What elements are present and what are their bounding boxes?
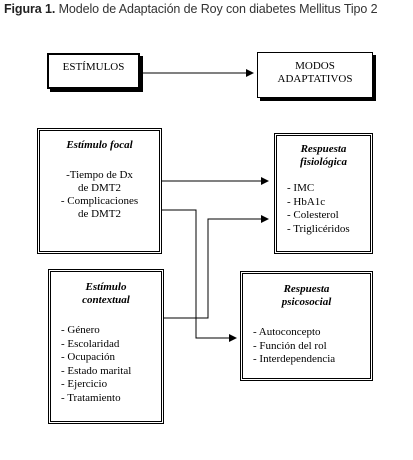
figure-caption: Figura 1. Modelo de Adaptación de Roy co… [4,2,413,16]
psicosocial-item: - Autoconcepto [253,326,321,338]
focal-list: -Tiempo de Dx de DMT2 - Complicaciones d… [40,169,159,221]
contextual-title-line2: contextual [82,294,130,306]
modos-line2: ADAPTATIVOS [277,73,353,85]
contextual-item: - Estado marital [61,364,132,377]
psicosocial-list: - Autoconcepto - Función del rol - Inter… [253,326,370,367]
fisiologica-item: - Triglicéridos [287,222,350,235]
contextual-item: - Tratamiento [61,391,121,404]
arrow-contextual-to-fisiologica [164,215,269,319]
estimulo-contextual-box: Estímulo contextual - Género - Escolarid… [48,269,164,424]
respuesta-fisiologica-box: Respuesta fisiológica - IMC - HbA1c - Co… [274,133,373,254]
contextual-title-line1: Estímulo [85,281,127,293]
fisiologica-item: - Colesterol [287,209,339,222]
contextual-item: - Ejercicio [61,378,108,391]
contextual-item: - Género [61,324,100,336]
fisiologica-list: - IMC - HbA1c - Colesterol - Triglicérid… [287,182,370,236]
arrow-focal-to-psicosocial [162,209,237,342]
figure-label: Figura 1. [4,2,56,16]
fisiologica-item: - IMC [287,182,315,194]
estimulo-focal-title: Estímulo focal [66,139,133,151]
psicosocial-title-line1: Respuesta [283,283,330,295]
psicosocial-title-line2: psicosocial [281,296,332,308]
contextual-item: - Escolaridad [61,337,120,350]
fisiologica-title-line2: fisiológica [299,156,348,168]
estimulo-focal-box: Estímulo focal -Tiempo de Dx de DMT2 - C… [37,128,162,254]
contextual-list: - Género - Escolaridad - Ocupación - Est… [61,324,161,406]
fisiologica-title-line1: Respuesta [300,143,347,155]
figure-title: Modelo de Adaptación de Roy con diabetes… [58,2,378,16]
estimulos-box: ESTÍMULOS [47,53,140,89]
psicosocial-item: - Interdependencia [253,353,336,366]
contextual-item: - Ocupación [61,351,116,364]
focal-item: de DMT2 [77,182,122,194]
focal-item: - Complicaciones [60,195,139,207]
focal-item: de DMT2 [77,208,122,220]
fisiologica-item: - HbA1c [287,195,326,208]
respuesta-psicosocial-box: Respuesta psicosocial - Autoconcepto - F… [240,271,373,381]
modos-line1: MODOS [295,60,335,72]
modos-adaptativos-box: MODOS ADAPTATIVOS [257,52,373,98]
focal-item: -Tiempo de Dx [66,169,133,181]
psicosocial-item: - Función del rol [253,339,327,352]
estimulos-label: ESTÍMULOS [62,61,125,73]
